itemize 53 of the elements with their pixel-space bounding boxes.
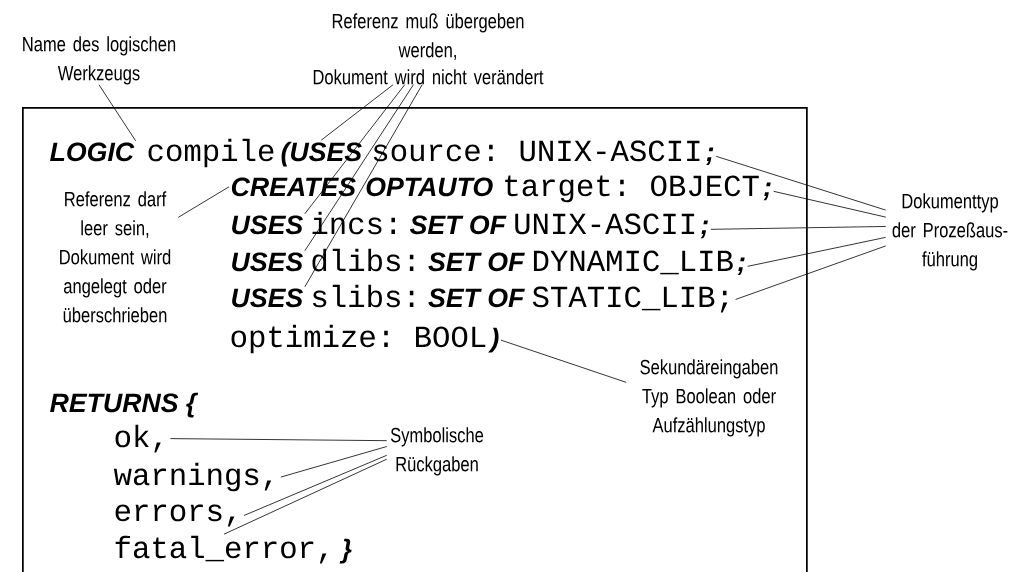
- code-frame: [22, 107, 808, 572]
- annotation-text: Dokumenttyp der Prozeßaus-führung: [892, 193, 1008, 271]
- leader-line: [304, 84, 414, 252]
- code-text: warnings,: [113, 462, 272, 492]
- leader-line: [747, 236, 887, 267]
- keyword: SET OF: [428, 252, 525, 272]
- leader-line: [304, 84, 423, 288]
- code-text: DYNAMIC_LIB: [533, 250, 733, 275]
- keyword: USES: [232, 252, 303, 272]
- keyword: SET OF: [428, 288, 525, 308]
- code-text: STATIC_LIB;: [532, 286, 728, 313]
- code-text: source: UNIX-ASCII: [373, 140, 700, 162]
- keyword: ;: [700, 220, 708, 239]
- keyword: ;: [763, 182, 771, 201]
- code-text: optimize: BOOL: [231, 324, 486, 354]
- keyword: LOGIC: [50, 142, 135, 162]
- code-text: UNIX-ASCII: [515, 213, 695, 235]
- keyword: CREATES: [231, 177, 356, 197]
- keyword: USES: [232, 215, 303, 235]
- annotation-text: Name des logischen Werkzeugs: [23, 36, 176, 85]
- annotation-text: Referenz muß übergeben werden, Dokument wird nicht verändert: [313, 13, 544, 85]
- leader-line: [735, 245, 887, 300]
- leader-line: [177, 186, 230, 218]
- keyword: (USES: [281, 141, 362, 167]
- annotation-text: Referenz darf leer sein, Dokument wird angelegt oder überschrieben: [60, 191, 171, 323]
- code-text: dlibs:: [312, 248, 414, 272]
- leader-line: [170, 438, 388, 442]
- leader-line: [773, 190, 887, 218]
- leader-line: [304, 84, 406, 215]
- code-text: ok,: [115, 424, 161, 453]
- leader-line: [243, 454, 388, 516]
- keyword: ;: [706, 147, 714, 166]
- code-text: target: OBJECT: [505, 175, 759, 203]
- annotation-text: Symbolische Rückgaben: [390, 427, 484, 476]
- keyword: OPTAUTO: [366, 177, 493, 197]
- keyword: ;: [737, 257, 745, 276]
- keyword: ): [488, 327, 499, 353]
- code-text: fatal_error,: [115, 535, 327, 564]
- keyword: SET OF: [409, 215, 507, 235]
- keyword: }: [339, 538, 352, 564]
- leader-line: [715, 155, 887, 211]
- leader-line: [320, 84, 394, 141]
- leader-line: [500, 339, 627, 383]
- code-text: compile: [148, 138, 274, 168]
- leader-line: [98, 84, 137, 142]
- annotation-text: Sekundäreingaben Typ Boolean oder Aufzählungstyp: [640, 359, 778, 437]
- keyword: RETURNS {: [50, 392, 199, 418]
- leader-line: [710, 226, 887, 230]
- code-text: slibs:: [312, 284, 414, 308]
- leader-line: [280, 446, 388, 478]
- code-text: errors,: [115, 504, 235, 527]
- keyword: USES: [232, 288, 303, 308]
- leader-line: [223, 458, 388, 535]
